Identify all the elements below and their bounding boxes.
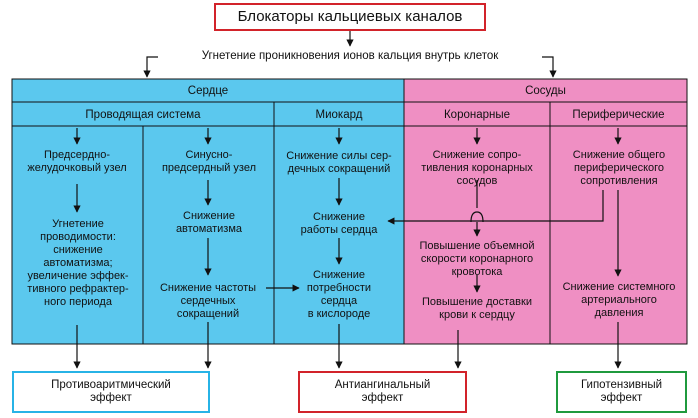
subtitle: Угнетение проникновения ионов кальция вн… bbox=[201, 50, 499, 62]
node-sa: Синусно- предсердный узел bbox=[161, 149, 257, 174]
vessels-header: Сосуды bbox=[525, 85, 566, 97]
coronary-header: Коронарные bbox=[443, 109, 511, 121]
effect-hypotensive-label: Гипотензивный эффект bbox=[580, 379, 663, 404]
title-box: Блокаторы кальциевых каналов bbox=[214, 3, 486, 31]
node-myo-o2: Снижение потребности сердца в кислороде bbox=[306, 269, 372, 320]
effect-antiarrhythmic: Противоаритмический эффект bbox=[12, 371, 210, 413]
arrow-to-heart bbox=[143, 56, 158, 78]
arrow-to-vessels bbox=[542, 56, 557, 78]
node-av-effect: Угнетение проводимости: снижение автомат… bbox=[27, 218, 129, 308]
node-sa-rate: Снижение частоты сердечных сокращений bbox=[159, 282, 257, 320]
heart-header: Сердце bbox=[187, 85, 229, 97]
node-per-pressure: Снижение системного артериального давлен… bbox=[562, 281, 676, 319]
node-av: Предсердно- желудочковый узел bbox=[27, 149, 127, 174]
myocardium-header: Миокард bbox=[315, 109, 363, 121]
line-crossing-hop bbox=[470, 211, 484, 223]
effect-antiarrhythmic-label: Противоаритмический эффект bbox=[51, 379, 171, 404]
effect-antianginal: Антиангинальный эффект bbox=[298, 371, 467, 413]
conducting-header: Проводящая система bbox=[85, 109, 201, 121]
arrow-per-to-work bbox=[387, 190, 604, 225]
node-sa-auto: Снижение автоматизма bbox=[175, 210, 243, 235]
node-myo-force: Снижение силы сер- дечных сокращений bbox=[286, 150, 392, 175]
node-per-resist: Снижение общего периферического сопротив… bbox=[572, 149, 666, 187]
diagram-title: Блокаторы кальциевых каналов bbox=[237, 8, 463, 25]
peripheral-header: Периферические bbox=[572, 109, 665, 121]
effect-hypotensive: Гипотензивный эффект bbox=[556, 371, 687, 413]
node-cor-flow: Повышение объемной скорости коронарного … bbox=[419, 240, 535, 278]
vessels-panel bbox=[404, 79, 687, 344]
panel-frame bbox=[11, 78, 688, 345]
node-myo-work: Снижение работы сердца bbox=[300, 211, 378, 236]
effect-antianginal-label: Антиангинальный эффект bbox=[334, 379, 431, 404]
node-cor-resist: Снижение сопро- тивления коронарных сосу… bbox=[421, 149, 533, 187]
node-cor-delivery: Повышение доставки крови к сердцу bbox=[422, 296, 532, 321]
